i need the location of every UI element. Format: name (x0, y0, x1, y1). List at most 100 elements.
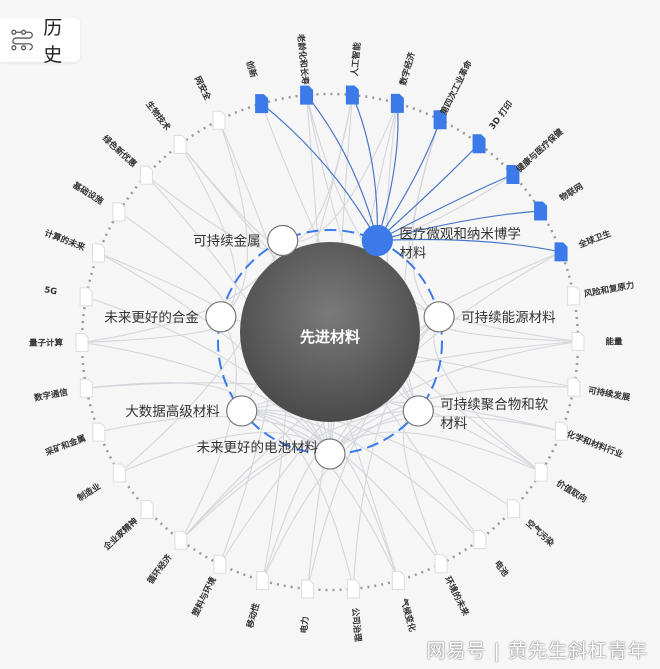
outer-topic-node[interactable]: 塑料与环境 (190, 554, 227, 618)
document-icon[interactable] (567, 377, 581, 397)
outer-topic-label[interactable]: 能量 (605, 336, 623, 347)
outer-topic-node[interactable]: 空气污染 (507, 499, 557, 549)
outer-topic-label[interactable]: 化学和材料行业 (565, 429, 625, 461)
document-icon[interactable] (79, 287, 93, 307)
outer-topic-node[interactable]: 全球卫生 (554, 228, 613, 262)
document-icon[interactable] (255, 94, 269, 114)
inner-topic-node[interactable]: 可持续金属 (193, 224, 299, 257)
outer-topic-label[interactable]: 价值取向 (554, 478, 589, 505)
document-icon[interactable] (92, 422, 106, 442)
outer-topic-label[interactable]: 量子计算 (29, 338, 64, 349)
outer-topic-node[interactable]: 第四次工业革命 (433, 58, 475, 130)
outer-topic-label[interactable]: 企业家精神 (101, 515, 141, 553)
outer-topic-label[interactable]: 公司治理 (349, 607, 363, 642)
outer-topic-node[interactable]: 循环经济 (145, 530, 188, 586)
outer-topic-label[interactable]: 绿色新优惠 (100, 133, 139, 170)
outer-topic-label[interactable]: 风险和复原力 (583, 280, 635, 300)
outer-topic-label[interactable]: 环境的未来 (442, 575, 471, 618)
outer-topic-node[interactable]: 网安全 (192, 74, 226, 130)
document-icon[interactable] (112, 202, 126, 222)
topic-circle[interactable] (226, 395, 258, 427)
outer-topic-node[interactable]: 电池 (473, 530, 511, 579)
inner-topic-node[interactable]: 未来更好的合金 (104, 301, 237, 333)
outer-topic-node[interactable]: 健康与医疗保健 (506, 126, 566, 185)
outer-topic-label[interactable]: 生物技术 (143, 99, 173, 133)
outer-topic-label[interactable]: 物联网 (558, 181, 585, 204)
inner-topic-node[interactable]: 可持续能源材料 (423, 301, 556, 333)
document-icon[interactable] (213, 554, 227, 574)
outer-topic-label[interactable]: 基础设施 (70, 179, 106, 207)
document-icon[interactable] (507, 499, 521, 519)
inner-topic-label[interactable]: 未来更好的合金 (104, 310, 199, 326)
document-icon[interactable] (571, 331, 585, 351)
topic-circle[interactable] (402, 395, 434, 427)
outer-topic-node[interactable]: 化学和材料行业 (554, 421, 625, 461)
outer-topic-node[interactable]: 人工智能 (345, 41, 363, 105)
outer-topic-label[interactable]: 电池 (492, 558, 511, 579)
outer-topic-label[interactable]: 可持续发展 (587, 385, 631, 404)
outer-topic-node[interactable]: 气候变化 (391, 570, 418, 633)
document-icon[interactable] (212, 110, 226, 130)
inner-topic-label[interactable]: 大数据高级材料 (125, 403, 220, 420)
outer-topic-label[interactable]: 网安全 (192, 74, 213, 102)
document-icon[interactable] (433, 110, 447, 130)
outer-topic-node[interactable]: 环境的未来 (434, 554, 471, 618)
document-icon[interactable] (345, 85, 359, 105)
document-icon[interactable] (140, 499, 154, 519)
document-icon[interactable] (554, 242, 568, 262)
document-icon[interactable] (256, 571, 270, 591)
document-icon[interactable] (75, 333, 89, 353)
outer-topic-node[interactable]: 电力 (299, 579, 315, 634)
outer-topic-label[interactable]: 计算的未来 (43, 228, 87, 254)
outer-topic-label[interactable]: 人工智能 (349, 41, 363, 76)
outer-topic-node[interactable]: 老龄化和长寿 (295, 32, 314, 105)
inner-topic-label[interactable]: 医疗微观和纳米博学 (399, 225, 521, 242)
topic-circle[interactable] (267, 224, 299, 257)
outer-topic-label[interactable]: 健康与医疗保健 (514, 126, 566, 175)
outer-topic-node[interactable]: 数字通信 (33, 378, 93, 404)
center-topic[interactable]: 先进材料 (240, 242, 420, 422)
outer-topic-label[interactable]: 5G (43, 285, 58, 297)
center-image-circle[interactable] (240, 242, 420, 422)
outer-topic-label[interactable]: 采矿和金属 (43, 433, 88, 459)
document-icon[interactable] (390, 93, 404, 113)
document-icon[interactable] (301, 579, 315, 599)
document-icon[interactable] (391, 570, 405, 590)
outer-topic-label[interactable]: 电力 (299, 616, 311, 634)
outer-topic-label[interactable]: 塑料与环境 (190, 575, 219, 618)
outer-topic-node[interactable]: 基础设施 (70, 179, 126, 222)
inner-topic-label-cont[interactable]: 材料 (440, 416, 467, 432)
outer-topic-node[interactable]: 能量 (571, 331, 623, 351)
outer-topic-node[interactable]: 创新 (243, 58, 269, 114)
document-icon[interactable] (112, 463, 126, 483)
topic-circle[interactable] (205, 301, 237, 333)
document-icon[interactable] (506, 165, 520, 185)
document-icon[interactable] (92, 243, 106, 263)
document-icon[interactable] (473, 530, 487, 550)
topic-circle[interactable] (423, 301, 455, 333)
outer-topic-node[interactable]: 绿色新优惠 (100, 133, 153, 185)
outer-topic-label[interactable]: 空气污染 (524, 518, 557, 549)
document-icon[interactable] (300, 85, 314, 105)
outer-topic-label[interactable]: 数字经济 (398, 50, 418, 86)
inner-topic-label[interactable]: 可持续金属 (193, 233, 261, 249)
outer-topic-node[interactable]: 量子计算 (29, 333, 89, 353)
outer-topic-node[interactable]: 价值取向 (534, 462, 589, 505)
outer-topic-node[interactable]: 采矿和金属 (43, 422, 106, 459)
outer-topic-node[interactable]: 物联网 (534, 181, 586, 221)
outer-topic-node[interactable]: 企业家精神 (101, 499, 154, 553)
outer-topic-node[interactable]: 5G (43, 285, 93, 307)
outer-topic-node[interactable]: 移动性 (245, 571, 270, 630)
inner-topic-node[interactable]: 未来更好的电池材料 (197, 438, 346, 470)
document-icon[interactable] (534, 201, 548, 221)
document-icon[interactable] (173, 134, 187, 154)
outer-topic-node[interactable]: 数字经济 (390, 50, 418, 113)
outer-topic-label[interactable]: 全球卫生 (576, 228, 613, 251)
history-button[interactable]: 历史 (0, 17, 80, 66)
outer-topic-label[interactable]: 循环经济 (145, 552, 175, 586)
outer-topic-node[interactable]: 生物技术 (143, 99, 187, 154)
document-icon[interactable] (346, 579, 360, 599)
outer-topic-node[interactable]: 3D 打印 (472, 99, 515, 154)
